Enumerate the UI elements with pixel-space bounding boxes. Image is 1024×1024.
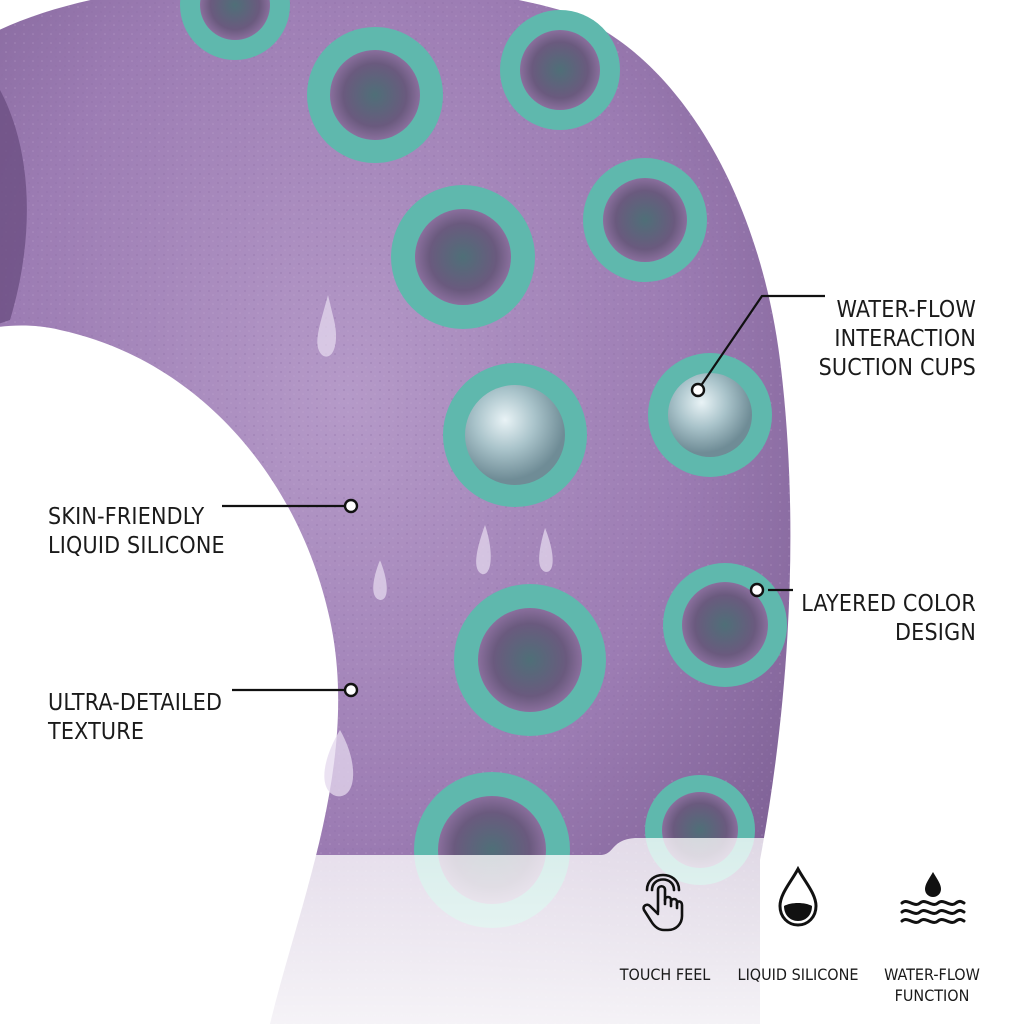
feature-label-text: WATER-FLOW: [884, 965, 980, 984]
suction-cup: [500, 10, 620, 130]
callout-skin-friendly-silicone: SKIN-FRIENDLY LIQUID SILICONE: [48, 503, 225, 561]
callout-line: SUCTION CUPS: [818, 355, 976, 381]
suction-cup: [663, 563, 787, 687]
callout-lines: [222, 294, 825, 692]
water-drop-icon: [777, 865, 819, 928]
callout-line: LIQUID SILICONE: [48, 533, 225, 559]
suction-cup: [307, 27, 443, 163]
water-droplets: [317, 295, 553, 797]
suction-cup: [454, 584, 606, 736]
feature-label-text: TOUCH FEEL: [619, 965, 711, 984]
callout-line: LAYERED COLOR: [801, 591, 976, 617]
feature-label-liquid-silicone: LIQUID SILICONE: [730, 964, 866, 985]
suction-cup: [180, 0, 290, 60]
feature-label-text: FUNCTION: [894, 986, 970, 1005]
callout-ultra-detailed-texture: ULTRA-DETAILED TEXTURE: [48, 689, 222, 747]
suction-cup: [443, 363, 587, 507]
feature-panel-background: [0, 838, 1024, 1024]
water-waves-icon: [898, 870, 968, 926]
feature-label-touch-feel: TOUCH FEEL: [608, 964, 722, 985]
hand-touch-icon: [638, 868, 688, 932]
callout-water-flow-suction-cups: WATER-FLOW INTERACTION SUCTION CUPS: [819, 296, 976, 383]
suction-cup: [391, 185, 535, 329]
callout-line: WATER-FLOW: [836, 297, 976, 323]
callout-line: SKIN-FRIENDLY: [48, 504, 205, 530]
suction-cup: [583, 158, 707, 282]
suction-cup: [648, 353, 772, 477]
callout-dots: [343, 382, 765, 698]
feature-label-text: LIQUID SILICONE: [737, 965, 859, 984]
callout-layered-color-design: LAYERED COLOR DESIGN: [801, 590, 976, 648]
feature-label-water-flow-function: WATER-FLOW FUNCTION: [872, 964, 992, 1006]
callout-line: ULTRA-DETAILED: [48, 690, 223, 716]
callout-line: TEXTURE: [48, 719, 145, 745]
callout-line: DESIGN: [895, 620, 976, 646]
callout-line: INTERACTION: [834, 326, 976, 352]
